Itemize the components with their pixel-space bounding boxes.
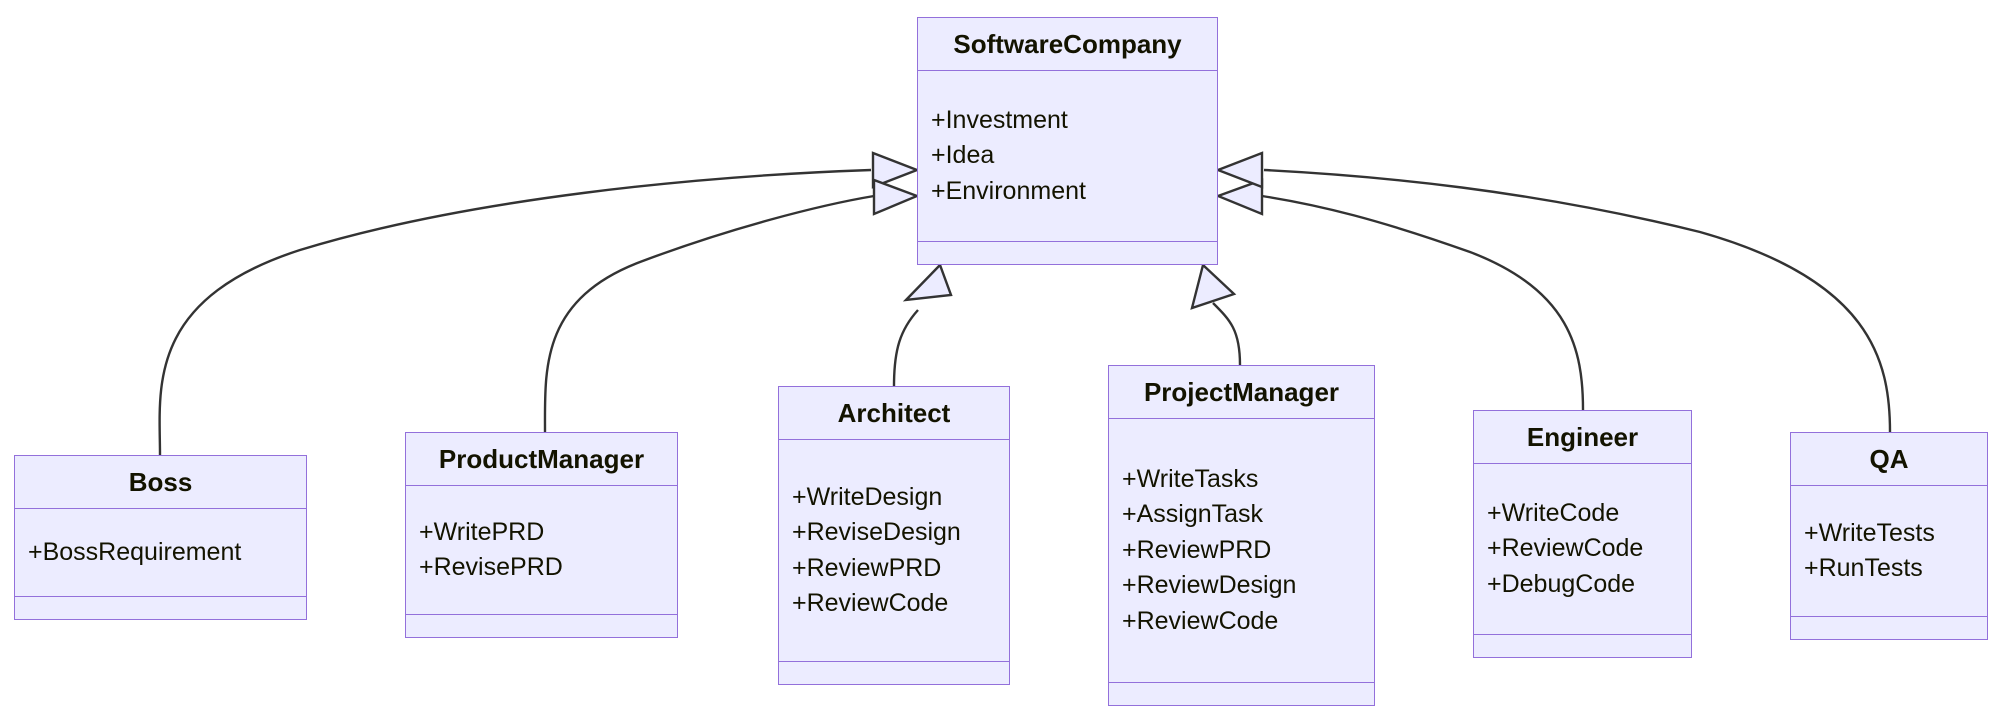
attribute-row: +RunTests — [1804, 554, 1923, 582]
class-title-project-manager: ProjectManager — [1109, 366, 1374, 419]
attribute-row: +WriteTasks — [1122, 464, 1259, 493]
attribute-row: +Idea — [931, 141, 995, 170]
attribute-row: +RevisePRD — [419, 553, 563, 581]
generalization-arrowhead — [872, 178, 921, 216]
class-box-boss[interactable]: Boss +BossRequirement — [14, 455, 307, 620]
class-methods-software-company — [918, 242, 1217, 264]
class-attributes-qa: +WriteTests +RunTests — [1791, 486, 1987, 617]
class-attributes-boss: +BossRequirement — [15, 509, 306, 597]
class-title-software-company: SoftwareCompany — [918, 18, 1217, 71]
edge-architect — [892, 262, 953, 387]
attribute-row: +ReviewCode — [1122, 606, 1279, 635]
class-attributes-project-manager: +WriteTasks +AssignTask +ReviewPRD +Revi… — [1109, 419, 1374, 683]
class-box-architect[interactable]: Architect +WriteDesign +ReviseDesign +Re… — [778, 386, 1010, 685]
attribute-row: +WritePRD — [419, 517, 545, 546]
attribute-row: +ReviewDesign — [1122, 571, 1297, 600]
attribute-row: +ReviewPRD — [792, 553, 942, 582]
generalization-arrowhead — [1190, 262, 1237, 310]
class-attributes-architect: +WriteDesign +ReviseDesign +ReviewPRD +R… — [779, 440, 1009, 662]
class-box-product-manager[interactable]: ProductManager +WritePRD +RevisePRD — [405, 432, 678, 638]
class-title-qa: QA — [1791, 433, 1987, 486]
class-methods-architect — [779, 662, 1009, 684]
attribute-row: +WriteTests — [1804, 518, 1935, 547]
class-title-architect: Architect — [779, 387, 1009, 440]
class-box-software-company[interactable]: SoftwareCompany +Investment +Idea +Envir… — [917, 17, 1218, 265]
class-methods-engineer — [1474, 635, 1691, 657]
attribute-row: +ReviseDesign — [792, 518, 961, 546]
attribute-row: +ReviewCode — [792, 589, 949, 617]
attribute-row: +DebugCode — [1487, 569, 1636, 598]
generalization-arrowhead — [902, 262, 953, 302]
attribute-row: +WriteCode — [1487, 498, 1620, 527]
class-box-engineer[interactable]: Engineer +WriteCode +ReviewCode +DebugCo… — [1473, 410, 1692, 658]
class-title-product-manager: ProductManager — [406, 433, 677, 486]
class-methods-project-manager — [1109, 683, 1374, 705]
generalization-arrowhead — [871, 151, 921, 189]
attribute-row: +Environment — [931, 176, 1086, 205]
class-methods-qa — [1791, 617, 1987, 639]
attribute-row: +Investment — [931, 105, 1068, 134]
attribute-row: +BossRequirement — [28, 537, 242, 566]
attribute-row: +WriteDesign — [792, 482, 943, 511]
class-title-boss: Boss — [15, 456, 306, 509]
class-methods-boss — [15, 597, 306, 619]
attribute-row: +ReviewCode — [1487, 534, 1644, 563]
class-attributes-engineer: +WriteCode +ReviewCode +DebugCode — [1474, 464, 1691, 635]
attribute-row: +AssignTask — [1122, 500, 1264, 529]
class-methods-product-manager — [406, 615, 677, 637]
class-attributes-product-manager: +WritePRD +RevisePRD — [406, 486, 677, 615]
class-title-engineer: Engineer — [1474, 411, 1691, 464]
attribute-row: +ReviewPRD — [1122, 535, 1272, 564]
class-attributes-software-company: +Investment +Idea +Environment — [918, 71, 1217, 242]
class-box-qa[interactable]: QA +WriteTests +RunTests — [1790, 432, 1988, 640]
class-box-project-manager[interactable]: ProjectManager +WriteTasks +AssignTask +… — [1108, 365, 1375, 706]
generalization-arrowhead — [1214, 151, 1264, 189]
edge-project-manager — [1190, 262, 1242, 366]
generalization-arrowhead — [1214, 178, 1264, 216]
